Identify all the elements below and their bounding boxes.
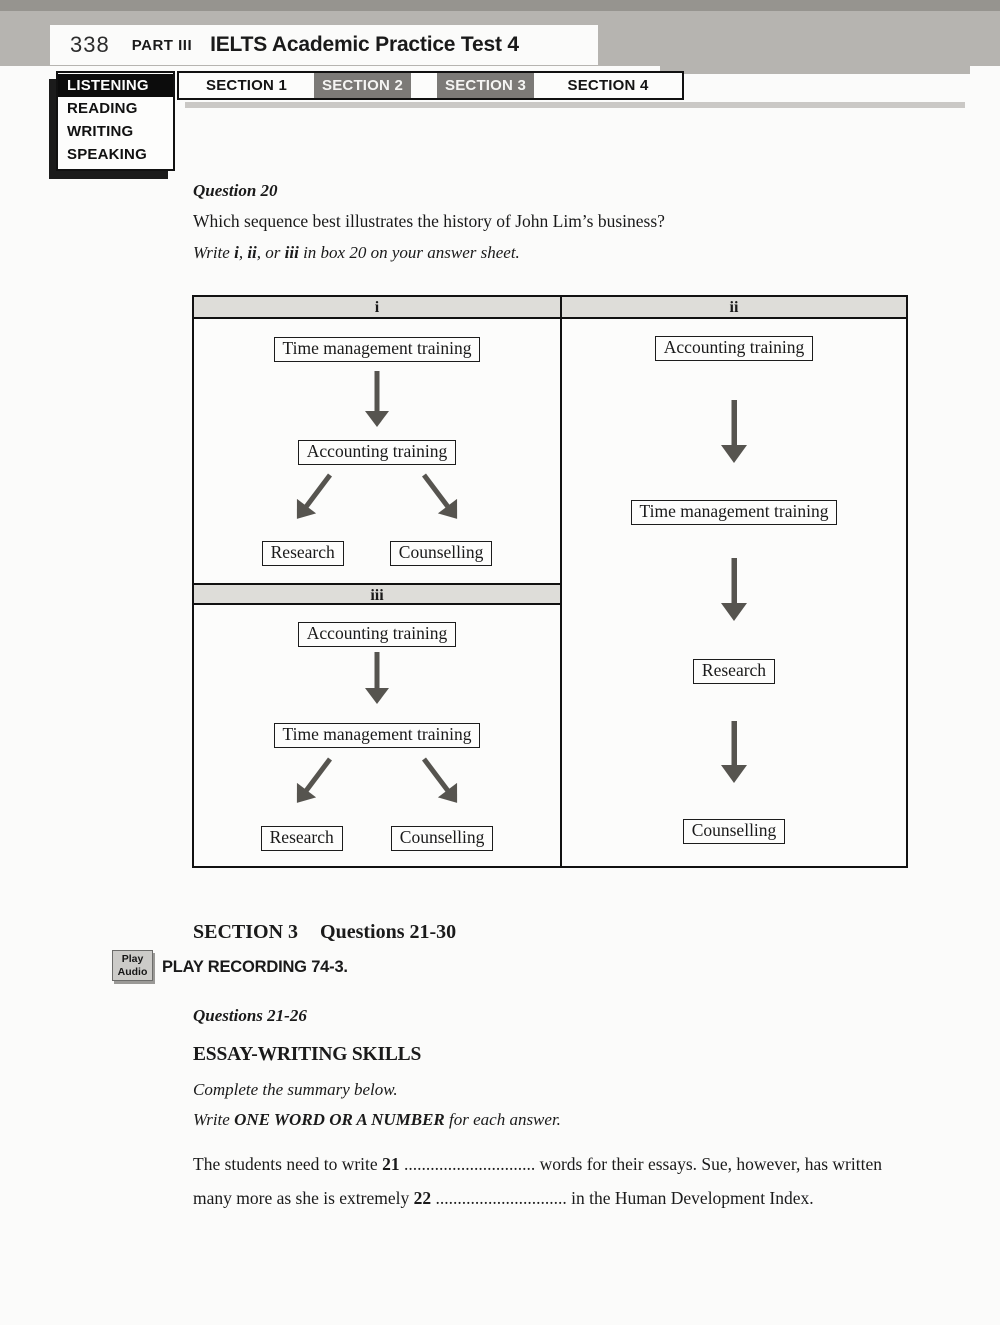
arrow-down-icon [364, 371, 390, 427]
arrow-down-icon [720, 721, 748, 783]
flow-node: Accounting training [297, 440, 457, 465]
question-21-number: 21 [382, 1154, 400, 1174]
option-ii-header: ii [562, 297, 906, 319]
option-ii-ref: ii [247, 243, 257, 262]
skills-menu-item-reading[interactable]: READING [67, 100, 138, 117]
instruction-text: Write [193, 1110, 235, 1129]
option-ii-panel: ii Accounting training Time management t… [560, 297, 906, 866]
page-top-band-shadow [660, 66, 970, 74]
tab-section-2[interactable]: SECTION 2 [314, 73, 411, 98]
tab-section-3[interactable]: SECTION 3 [437, 73, 534, 98]
summary-paragraph: The students need to write 21 ..........… [193, 1148, 898, 1215]
flow-node: Research [692, 659, 776, 684]
option-iii-flowchart: Accounting training Time management trai… [194, 605, 560, 851]
answer-blank-21: .............................. [399, 1154, 536, 1174]
question-20-heading: Question 20 [193, 181, 278, 200]
instruction-text: Write [193, 243, 235, 262]
summary-text: words for their essays. Sue, however, ha… [193, 1154, 887, 1208]
option-i-ref: i [234, 243, 239, 262]
tab-spacer [411, 73, 437, 98]
branch-arrows [289, 473, 465, 531]
arrow-down-left-icon [289, 473, 349, 531]
table-left-column: i Time management training Accounting tr… [194, 297, 560, 866]
branch-arrows [289, 757, 465, 815]
part-label: PART III [131, 36, 193, 54]
branch-nodes: Research Counselling [261, 541, 493, 566]
skills-menu: LISTENING READING WRITING SPEAKING [56, 71, 175, 171]
word-limit-rule: ONE WORD OR A NUMBER [234, 1110, 445, 1129]
flow-node: Accounting training [654, 336, 814, 361]
summary-title: ESSAY-WRITING SKILLS [193, 1044, 422, 1065]
flow-node: Research [260, 826, 343, 851]
arrow-down-icon [720, 400, 748, 463]
arrow-down-right-icon [405, 757, 465, 815]
answer-blank-22: .............................. [431, 1187, 567, 1208]
summary-instruction-1: Complete the summary below. [193, 1080, 398, 1099]
branch-nodes: Research Counselling [260, 826, 494, 851]
book-title: IELTS Academic Practice Test 4 [210, 33, 519, 56]
flow-node: Time management training [273, 723, 481, 748]
flow-node: Time management training [273, 337, 481, 362]
arrow-down-left-icon [289, 757, 349, 815]
play-recording-label: PLAY RECORDING 74-3. [162, 958, 348, 976]
arrow-down-right-icon [405, 473, 465, 531]
answer-options-table: i Time management training Accounting tr… [192, 295, 908, 868]
arrow-down-icon [364, 652, 390, 704]
instruction-text: in box 20 on your answer sheet. [298, 243, 520, 262]
summary-text: in the Human Development Index. [566, 1187, 814, 1208]
instruction-text: for each answer. [444, 1110, 561, 1129]
tab-section-1[interactable]: SECTION 1 [179, 73, 314, 98]
tab-section-4[interactable]: SECTION 4 [534, 73, 682, 98]
arrow-down-icon [720, 558, 748, 621]
summary-instruction-2: Write ONE WORD OR A NUMBER for each answ… [193, 1110, 561, 1130]
question-22-number: 22 [413, 1187, 432, 1208]
play-audio-button-line2: Audio [117, 966, 148, 978]
instruction-text: , [238, 243, 248, 262]
option-i-panel: i Time management training Accounting tr… [194, 297, 560, 583]
section-tabs-shadow [185, 102, 965, 108]
page-header: 338 PART III IELTS Academic Practice Tes… [50, 25, 598, 65]
section-tabs: SECTION 1 SECTION 2 SECTION 3 SECTION 4 [177, 71, 684, 100]
skills-menu-item-speaking[interactable]: SPEAKING [67, 146, 147, 163]
question-20-instruction: Write i, ii, or iii in box 20 on your an… [193, 243, 520, 263]
flow-node: Research [261, 541, 344, 566]
flow-node: Accounting training [297, 622, 457, 647]
play-audio-button[interactable]: Play Audio [112, 950, 153, 981]
skills-menu-item-listening[interactable]: LISTENING [58, 74, 173, 97]
play-recording-row: Play Audio PLAY RECORDING 74-3. [112, 950, 348, 981]
option-iii-header: iii [194, 583, 560, 605]
option-iii-ref: iii [284, 243, 299, 262]
play-audio-button-line1: Play [121, 953, 144, 965]
section-3-label: SECTION 3 [193, 921, 299, 943]
instruction-text: , or [256, 243, 285, 262]
option-i-header: i [194, 297, 560, 319]
skills-menu-item-writing[interactable]: WRITING [67, 123, 134, 140]
question-20-prompt: Which sequence best illustrates the hist… [193, 211, 665, 231]
flow-node: Counselling [389, 541, 493, 566]
flow-node: Counselling [682, 819, 786, 844]
section-3-heading: SECTION 3 Questions 21-30 [193, 921, 456, 944]
section-3-question-range: Questions 21-30 [320, 921, 457, 943]
summary-text: The students need to write [193, 1154, 383, 1174]
option-i-flowchart: Time management training Accounting trai… [194, 319, 560, 566]
flow-node: Time management training [630, 500, 838, 525]
option-ii-flowchart: Accounting training Time management trai… [562, 319, 906, 844]
questions-21-26-heading: Questions 21-26 [193, 1006, 307, 1025]
option-iii-panel: iii Accounting training Time management … [194, 583, 560, 866]
page-number: 338 [70, 32, 110, 57]
flow-node: Counselling [390, 826, 494, 851]
